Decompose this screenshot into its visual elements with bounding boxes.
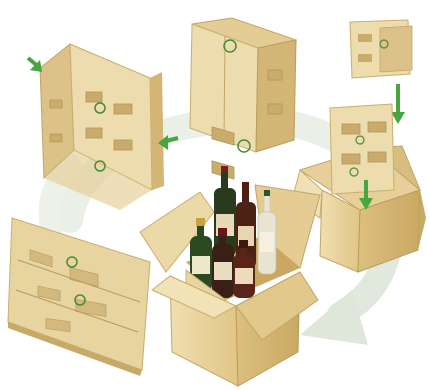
box-with-wine-bottles [140,166,320,386]
green-arrow-left-icon [28,58,42,72]
green-arrow-down-top-icon [391,84,405,124]
flat-cardboard-panel [8,218,150,376]
assembled-divider-insert [190,18,296,179]
box-with-insert [292,20,426,272]
